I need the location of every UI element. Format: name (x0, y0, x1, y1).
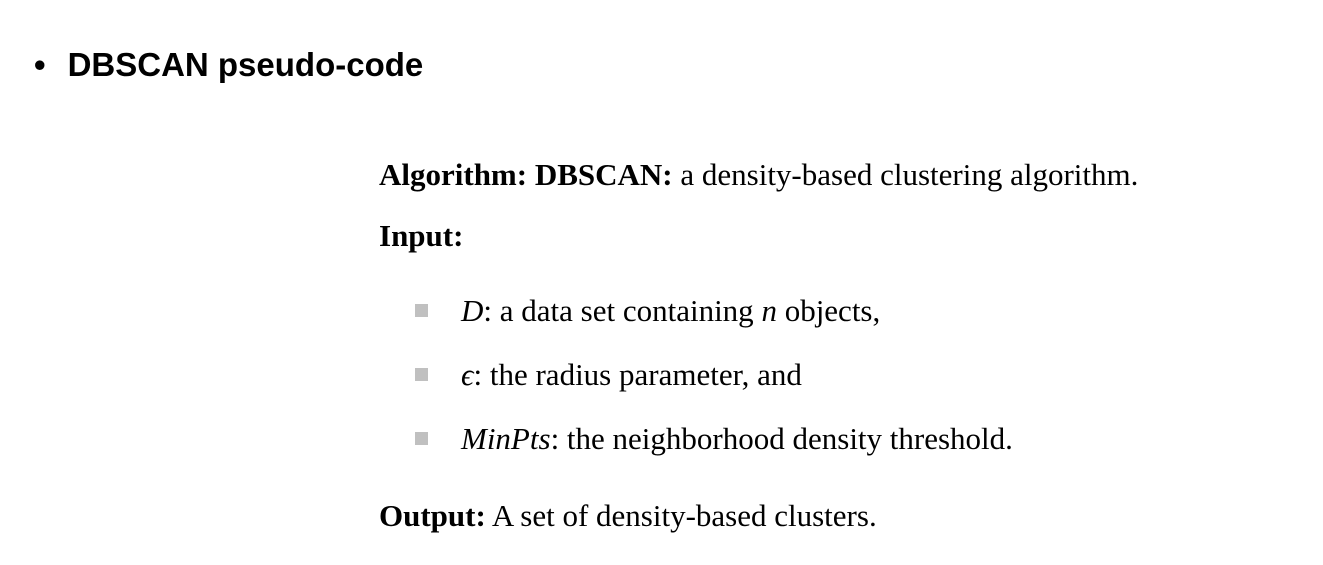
output-text: A set of density-based clusters. (485, 498, 877, 533)
item-text: : the neighborhood density threshold. (550, 421, 1013, 456)
input-label-text: Input: (379, 218, 464, 253)
heading-text: DBSCAN pseudo-code (67, 46, 424, 83)
item-text: : the radius parameter, and (473, 357, 802, 392)
symbol: ϵ (461, 357, 474, 392)
list-item: ϵ: the radius parameter, and (415, 357, 802, 393)
square-bullet-icon (415, 304, 428, 318)
item-text: objects, (776, 293, 881, 328)
output-line: Output: A set of density-based clusters. (379, 498, 877, 534)
slide-heading: • DBSCAN pseudo-code (34, 46, 423, 84)
algorithm-label: Algorithm: DBSCAN: (379, 157, 673, 192)
output-label: Output: (379, 498, 486, 533)
symbol: n (761, 293, 777, 328)
symbol: D (461, 293, 484, 328)
input-label: Input: (379, 218, 463, 254)
square-bullet-icon (415, 432, 428, 446)
algorithm-line: Algorithm: DBSCAN: a density-based clust… (379, 157, 1138, 193)
item-text: : a data set containing (483, 293, 762, 328)
list-item: MinPts: the neighborhood density thresho… (415, 421, 1013, 457)
bullet: • (34, 46, 46, 83)
algorithm-text: a density-based clustering algorithm. (672, 157, 1139, 192)
square-bullet-icon (415, 368, 428, 382)
list-item: D: a data set containing n objects, (415, 293, 880, 329)
symbol: MinPts (461, 421, 551, 456)
